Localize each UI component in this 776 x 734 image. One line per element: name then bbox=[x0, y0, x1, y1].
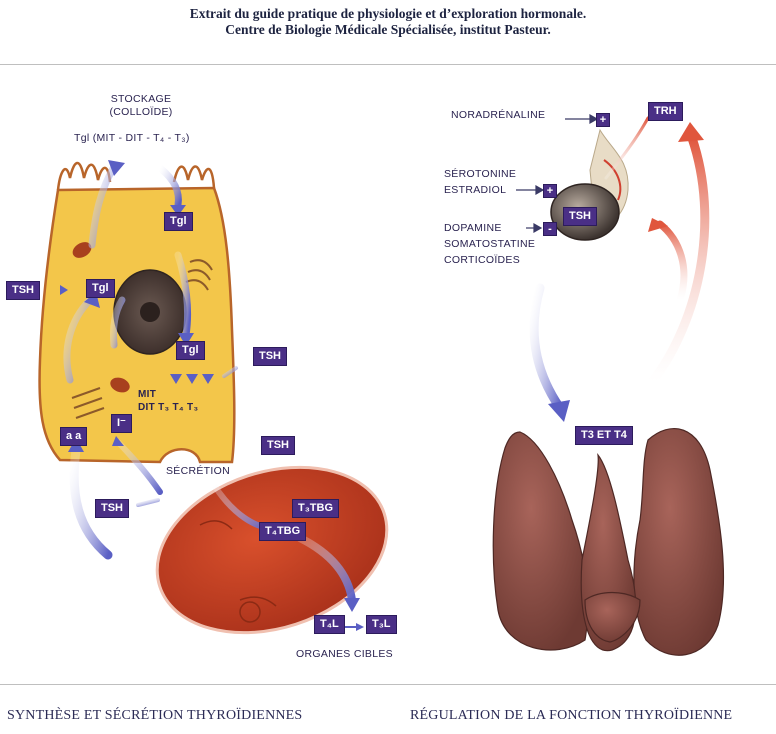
t4l-box: T₄L bbox=[314, 615, 345, 634]
header: Extrait du guide pratique de physiologie… bbox=[0, 6, 776, 38]
header-line-1: Extrait du guide pratique de physiologie… bbox=[189, 6, 587, 21]
red-arrows bbox=[604, 116, 710, 387]
stockage-line-1: STOCKAGE bbox=[110, 93, 172, 105]
aa-box: a a bbox=[60, 427, 88, 446]
organes-cibles-label: ORGANES CIBLES bbox=[296, 648, 393, 660]
free-hormone-arrowhead bbox=[356, 623, 364, 631]
t3-t4-box: T3 ET T4 bbox=[575, 426, 633, 445]
tsh-to-thyroid-arrowhead bbox=[548, 400, 570, 422]
thyroid-cell bbox=[38, 161, 236, 464]
plus-sign-estradiol: + bbox=[543, 184, 557, 198]
serotonine-label: SÉROTONINE bbox=[444, 168, 517, 180]
tsh-box-right: TSH bbox=[253, 347, 287, 366]
tsh-to-thyroid-arrow bbox=[529, 283, 565, 413]
tsh-box-left: TSH bbox=[6, 281, 40, 300]
trh-box: TRH bbox=[648, 102, 683, 121]
stockage-label: STOCKAGE (COLLOÏDE) bbox=[103, 93, 179, 119]
bottom-divider bbox=[0, 684, 776, 685]
modulator-arrows bbox=[516, 113, 599, 234]
tgl-box-low: Tgl bbox=[176, 341, 205, 360]
minus-sign-dopamine: - bbox=[543, 222, 557, 236]
corticoides-label: CORTICOÏDES bbox=[444, 254, 521, 266]
red-arrowheads bbox=[648, 122, 704, 232]
thyroid-gland bbox=[492, 427, 725, 656]
dit-label: DIT T₃ T₄ T₃ bbox=[138, 402, 199, 413]
tgl-box-top: Tgl bbox=[164, 212, 193, 231]
mit-label: MIT bbox=[138, 389, 157, 400]
t4tbg-box: T₄TBG bbox=[259, 522, 307, 541]
somatostatine-label: SOMATOSTATINE bbox=[444, 238, 536, 250]
tgl-box-middle: Tgl bbox=[86, 279, 115, 298]
t3tbg-box: T₃TBG bbox=[292, 499, 340, 518]
pituitary bbox=[550, 128, 629, 241]
estradiol-label: ESTRADIOL bbox=[444, 184, 507, 196]
header-line-2: Centre de Biologie Médicale Spécialisée,… bbox=[225, 22, 551, 37]
tsh-box-bottom: TSH bbox=[95, 499, 129, 518]
tsh-box-secretion: TSH bbox=[261, 436, 295, 455]
iodide-box: I⁻ bbox=[111, 414, 132, 433]
plus-sign-noradrenaline: + bbox=[596, 113, 610, 127]
caption-right: RÉGULATION DE LA FONCTION THYROÏDIENNE bbox=[410, 708, 733, 723]
tgl-formula: Tgl (MIT - DIT - T₄ - T₃) bbox=[74, 132, 190, 144]
tsh-box-pituitary: TSH bbox=[563, 207, 597, 226]
noradrenaline-label: NORADRÉNALINE bbox=[451, 109, 546, 121]
top-divider bbox=[0, 64, 776, 65]
stockage-line-2: (COLLOÏDE) bbox=[109, 106, 173, 118]
t3l-box: T₃L bbox=[366, 615, 397, 634]
dopamine-label: DOPAMINE bbox=[444, 222, 502, 234]
caption-left: SYNTHÈSE ET SÉCRÉTION THYROÏDIENNES bbox=[7, 708, 303, 723]
secretion-label: SÉCRÉTION bbox=[166, 465, 230, 477]
